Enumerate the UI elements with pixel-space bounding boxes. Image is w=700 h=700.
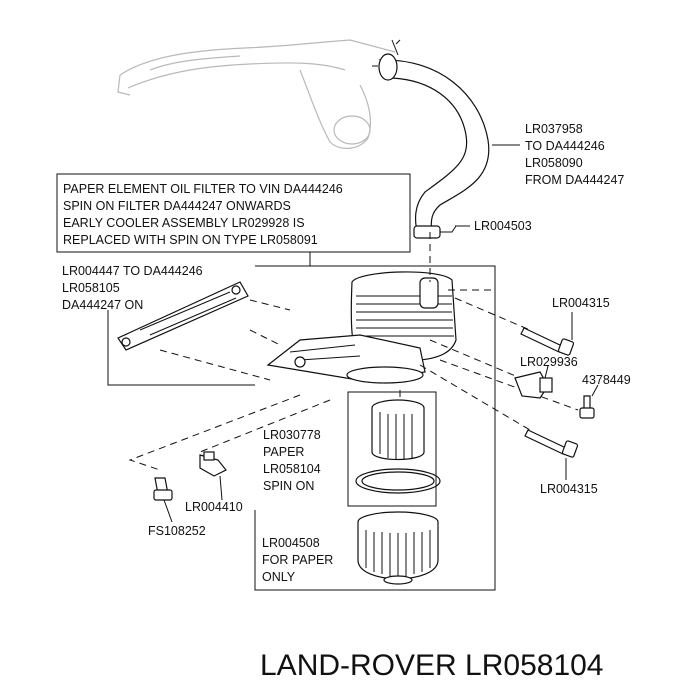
callout-housing: LR004447 TO DA444246 LR058105 DA444247 O… [62, 264, 203, 312]
svg-text:SPIN ON: SPIN ON [263, 479, 314, 493]
svg-text:LR004508: LR004508 [262, 536, 320, 550]
svg-text:FROM DA444247: FROM DA444247 [525, 173, 624, 187]
element-frame [347, 391, 437, 507]
filter-cap [357, 511, 439, 585]
callout-bolt-lower: LR004315 [540, 482, 598, 496]
left-bolt [153, 477, 173, 501]
svg-text:LR058104: LR058104 [263, 462, 321, 476]
callout-hose: LR037958 TO DA444246 LR058090 FROM DA444… [525, 122, 624, 187]
paper-filter-element [355, 399, 441, 494]
svg-text:LR030778: LR030778 [263, 428, 321, 442]
callout-screw-right: 4378449 [582, 373, 631, 387]
ghost-intake-pipe [117, 39, 396, 149]
callout-switch: LR004410 [185, 500, 243, 514]
upper-bolt [520, 327, 575, 356]
callout-cap: LR004508 FOR PAPER ONLY [262, 536, 333, 584]
coolant-hose [372, 39, 490, 239]
svg-text:PAPER: PAPER [263, 445, 304, 459]
callout-element: LR030778 PAPER LR058104 SPIN ON [263, 428, 321, 493]
svg-text:LR058090: LR058090 [525, 156, 583, 170]
brand-part-number: LAND-ROVER LR058104 [260, 649, 604, 682]
filter-note-box [56, 173, 411, 253]
gasket-plate [117, 281, 249, 351]
note-line-4: REPLACED WITH SPIN ON TYPE LR058091 [63, 233, 318, 247]
oil-pressure-sensor [514, 371, 553, 399]
callout-sensor: LR029936 [520, 355, 578, 369]
oil-cooler-housing [266, 271, 457, 384]
assembly-frame [254, 265, 496, 591]
svg-text:FOR PAPER: FOR PAPER [262, 553, 333, 567]
pressure-switch [199, 451, 227, 477]
svg-text:LR058105: LR058105 [62, 281, 120, 295]
svg-text:LR037958: LR037958 [525, 122, 583, 136]
callout-bolt-upper: LR004315 [552, 296, 610, 310]
svg-text:LR004447 TO DA444246: LR004447 TO DA444246 [62, 264, 203, 278]
note-line-1: PAPER ELEMENT OIL FILTER TO VIN DA444246 [63, 182, 343, 196]
note-line-3: EARLY COOLER ASSEMBLY LR029928 IS [63, 216, 305, 230]
callout-clamp: LR004503 [474, 219, 532, 233]
lower-bolt [524, 429, 579, 458]
callout-bolt-left: FS108252 [148, 524, 206, 538]
right-screw [579, 395, 595, 419]
svg-text:TO DA444246: TO DA444246 [525, 139, 605, 153]
note-line-2: SPIN ON FILTER DA444247 ONWARDS [63, 199, 291, 213]
svg-text:ONLY: ONLY [262, 570, 296, 584]
svg-text:DA444247 ON: DA444247 ON [62, 298, 143, 312]
